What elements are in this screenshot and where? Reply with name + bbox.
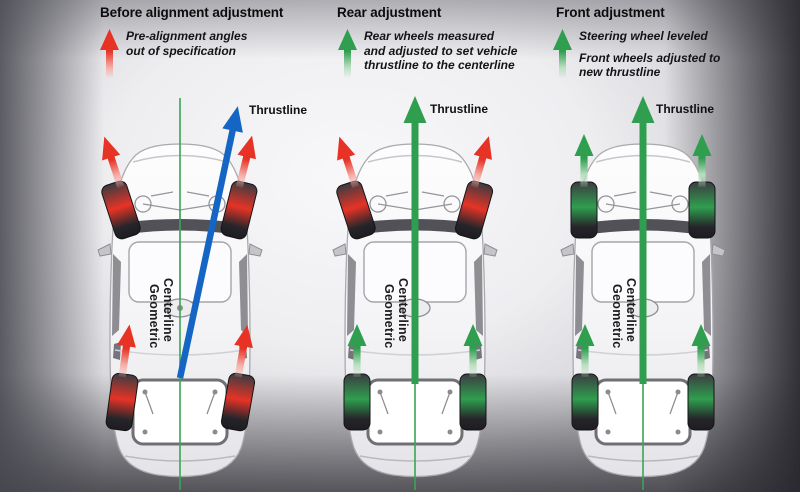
red-up-arrow-icon (100, 29, 119, 84)
car-diagram-before: Geometric Centerline (55, 92, 305, 492)
wheel-rear-right (459, 373, 487, 431)
car-diagram-front: Geometric Centerline (518, 92, 768, 492)
green-up-arrow-icon (338, 29, 357, 84)
side-mirrors (97, 243, 263, 257)
geometric-centerline-label-line2: Centerline (161, 278, 175, 342)
wheel-arrow-rear-left (347, 324, 367, 377)
green-up-arrow-icon (338, 29, 357, 78)
red-up-arrow-icon (100, 29, 119, 78)
panel-heading-rear: Rear adjustment (337, 5, 442, 20)
thrustline-arrow (631, 96, 655, 384)
car-top-view: Geometric Centerline (560, 96, 726, 490)
wheel-front-right (688, 181, 716, 239)
wheel-front-left (570, 181, 598, 239)
legend-paragraph: Steering wheel leveled (579, 29, 708, 43)
geometric-centerline-label-line1: Geometric (382, 284, 396, 349)
thrustline-label-rear: Thrustline (430, 102, 489, 116)
wheel-rear-right (687, 373, 715, 431)
car-top-view: Geometric Centerline (332, 96, 498, 490)
wheel-arrow-rear-right (463, 324, 483, 377)
wheel-arrow-front-left (337, 136, 360, 189)
wheel-front-left (101, 180, 141, 240)
thrustline-label-before: Thrustline (249, 103, 308, 117)
panel-heading-front: Front adjustment (556, 5, 665, 20)
wheel-rear-right (220, 372, 256, 432)
green-up-arrow-icon (553, 29, 572, 84)
geometric-centerline-label-line1: Geometric (610, 284, 624, 349)
panel-heading-before: Before alignment adjustment (100, 5, 284, 20)
side-mirrors (332, 243, 498, 257)
wheel-arrow-rear-right (234, 324, 253, 378)
thrustline-arrow (403, 96, 427, 384)
side-mirrors (560, 243, 726, 257)
wheel-arrow-rear-left (575, 324, 595, 377)
wheel-arrow-front-left (574, 134, 594, 187)
car-diagram-rear: Geometric Centerline (290, 92, 540, 492)
wheel-rear-left (343, 373, 371, 431)
thrustline-label-front: Thrustline (656, 102, 715, 116)
wheel-front-right (454, 180, 494, 240)
geometric-centerline-label-line2: Centerline (624, 278, 638, 342)
wheel-arrow-rear-right (691, 324, 711, 377)
geometric-centerline-label-line2: Centerline (396, 278, 410, 342)
wheel-arrow-front-right (235, 135, 256, 188)
wheel-arrow-front-left (102, 136, 125, 189)
green-up-arrow-icon (553, 29, 572, 78)
car-top-view: Geometric Centerline (97, 98, 263, 490)
wheel-arrow-rear-left (117, 324, 136, 378)
wheel-front-right (220, 180, 258, 240)
geometric-centerline-label-line1: Geometric (147, 284, 161, 349)
wheel-arrow-front-right (692, 134, 712, 187)
wheel-rear-left (571, 373, 599, 431)
thrustline-arrow (176, 106, 243, 379)
wheel-front-left (336, 180, 376, 240)
wheel-arrow-front-right (470, 136, 492, 189)
